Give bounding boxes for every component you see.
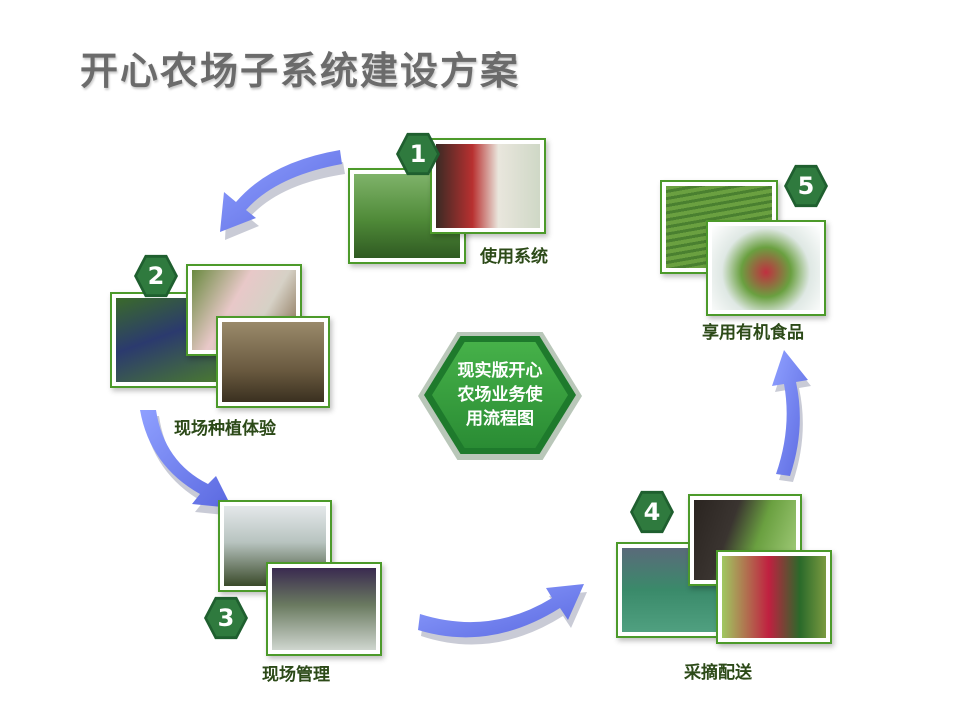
step1-badge: 1 xyxy=(396,132,440,176)
step5-label: 享用有机食品 xyxy=(702,323,804,343)
center-text-line3: 用流程图 xyxy=(466,409,534,429)
step3-photo-inspection xyxy=(266,562,382,656)
arrow-step3-to-step4 xyxy=(418,584,587,645)
step3-number: 3 xyxy=(207,599,245,637)
center-hexagon: 现实版开心 农场业务使 用流程图 xyxy=(432,342,568,448)
page-title: 开心农场子系统建设方案 xyxy=(80,49,521,93)
arrow-step2-to-step3 xyxy=(140,410,235,516)
step2-photo-soil-work xyxy=(216,316,330,408)
arrow-step1-to-step2 xyxy=(220,150,345,240)
center-text-line1: 现实版开心 xyxy=(457,361,543,381)
step1-number: 1 xyxy=(399,135,437,173)
arrow-step4-to-step5 xyxy=(772,350,811,482)
step4-photo-vegetables xyxy=(716,550,832,644)
step5-photo-salad xyxy=(706,220,826,316)
step4-photo-delivery-boxes xyxy=(616,542,736,638)
step3-label: 现场管理 xyxy=(262,665,330,685)
center-text-line2: 农场业务使 xyxy=(457,385,543,405)
step2-badge: 2 xyxy=(134,254,178,298)
step3-badge: 3 xyxy=(204,596,248,640)
step1-photo-computer-user xyxy=(430,138,546,234)
step2-number: 2 xyxy=(137,257,175,295)
step4-number: 4 xyxy=(633,493,671,531)
step4-label: 采摘配送 xyxy=(684,663,752,683)
step2-label: 现场种植体验 xyxy=(174,419,276,439)
step1-label: 使用系统 xyxy=(480,247,548,267)
step5-number: 5 xyxy=(787,167,825,205)
